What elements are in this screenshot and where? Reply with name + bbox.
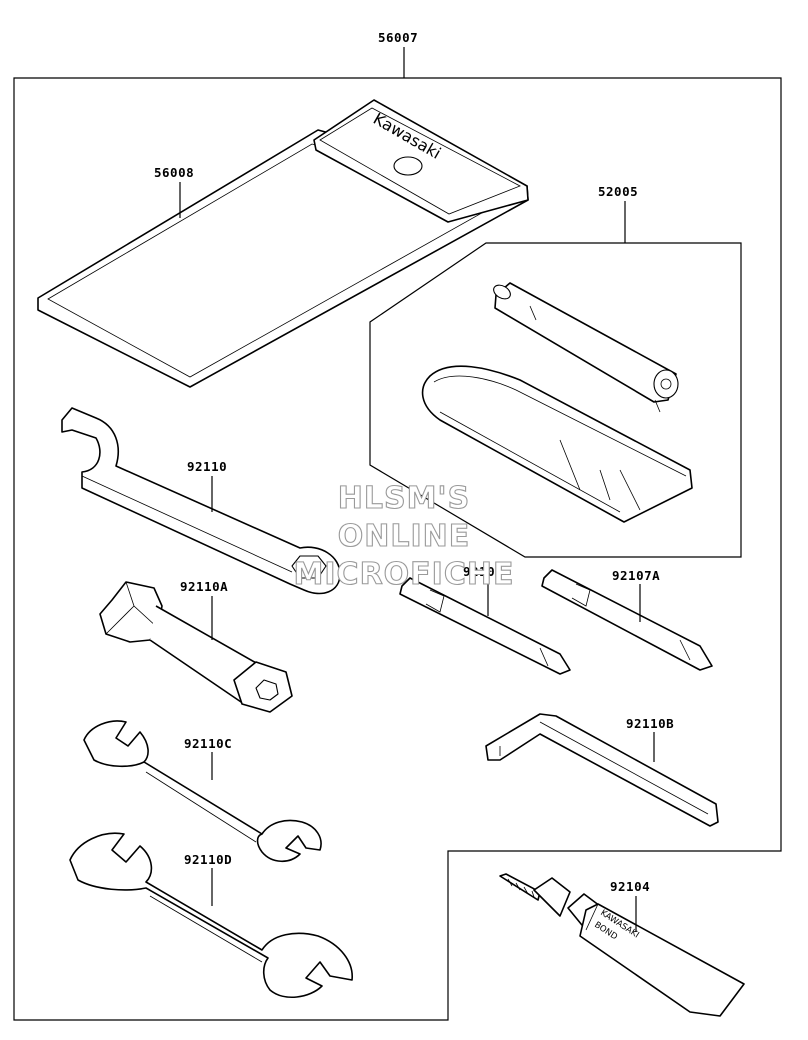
label-52005[interactable]: 52005 [598, 184, 638, 199]
svg-text:MICROFICHE: MICROFICHE [294, 557, 515, 592]
screwdriver-bit[interactable] [399, 577, 571, 675]
open-end-wrench-c[interactable] [83, 720, 322, 863]
label-92110A[interactable]: 92110A [180, 579, 228, 594]
label-56008[interactable]: 56008 [154, 165, 194, 180]
label-92107[interactable]: 92107 [463, 564, 503, 579]
tool-bag[interactable] [421, 365, 693, 523]
tool-pouch[interactable]: Kawasaki [37, 99, 529, 388]
box-socket-wrench[interactable] [99, 581, 293, 713]
label-92110[interactable]: 92110 [187, 459, 227, 474]
label-56007[interactable]: 56007 [378, 30, 418, 45]
open-end-wrench-d[interactable] [69, 832, 353, 998]
label-92107A[interactable]: 92107A [612, 568, 660, 583]
spanner-wrench[interactable] [61, 407, 341, 595]
label-92110D[interactable]: 92110D [184, 852, 232, 867]
label-92110B[interactable]: 92110B [626, 716, 674, 731]
label-92110C[interactable]: 92110C [184, 736, 232, 751]
hex-key[interactable] [485, 713, 719, 827]
kit-border [13, 77, 782, 1021]
plug-socket-handle[interactable] [491, 282, 679, 413]
bag-assembly-border [369, 242, 742, 558]
svg-text:ONLINE: ONLINE [338, 519, 471, 554]
label-92104[interactable]: 92104 [610, 879, 650, 894]
svg-text:HLSM'S: HLSM'S [338, 481, 470, 516]
watermark: HLSM'S ONLINE MICROFICHE [293, 480, 515, 592]
screwdriver-bit-a[interactable] [541, 569, 713, 671]
bond-tube[interactable]: KAWASAKI BOND [499, 873, 745, 1017]
